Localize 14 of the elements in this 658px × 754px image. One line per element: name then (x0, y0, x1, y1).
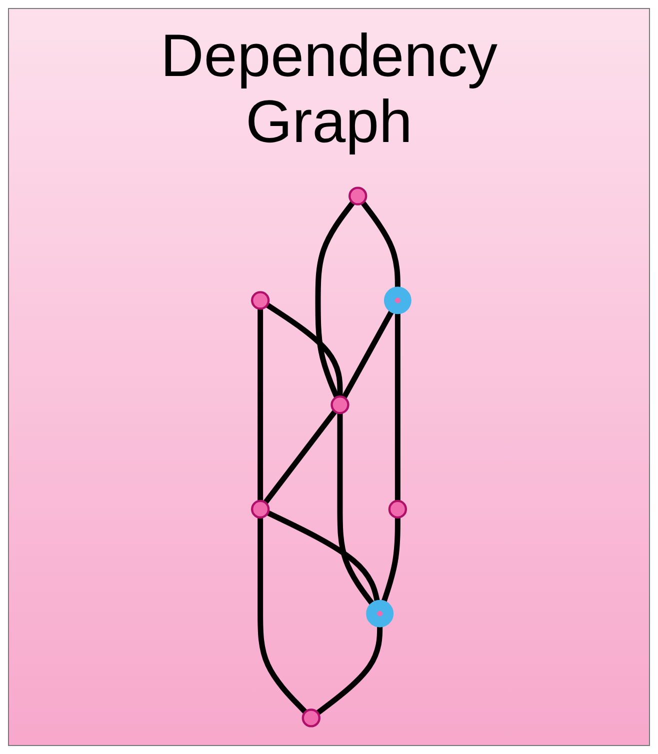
connector (315, 200, 356, 398)
node-circle (250, 291, 270, 310)
connector (258, 517, 308, 714)
node-circle (366, 600, 394, 628)
connector (263, 410, 338, 504)
node-circle (250, 500, 270, 519)
node-circle (302, 708, 320, 728)
connector (258, 308, 264, 501)
diagram-title: Dependency Graph (160, 23, 498, 155)
node-circle (388, 500, 408, 519)
node-circle (348, 186, 368, 206)
connector (266, 302, 343, 397)
node-circle (384, 286, 412, 314)
node-circle (330, 395, 350, 414)
